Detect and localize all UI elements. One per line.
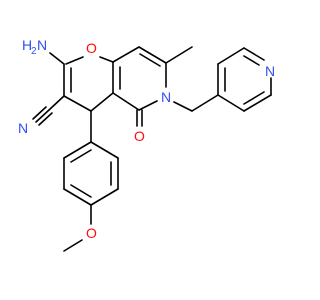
bond-nitrile-3 [38,112,53,126]
bond-ph-4 [63,188,92,206]
bond-py-5-double [243,91,265,105]
molecule-diagram: H 2 N O N O N N O [18,37,275,252]
nitrile-n-label: N [18,120,28,136]
bond-ch2-c4p [191,94,219,112]
atom-label-layer: H 2 N O N O N N O [18,37,275,241]
carbonyl-oxygen-label: O [134,128,145,144]
bond-n6-ch2 [173,101,193,112]
bond-c8-c7 [138,46,167,64]
amine-n-label: N [37,37,47,53]
structure-canvas: H 2 N O N O N N O [18,37,275,252]
bond-py-6 [217,94,245,112]
bond-py-3 [243,47,265,61]
bond-n6-c5 [138,100,158,111]
bond-o-ch3 [63,239,83,252]
bond-py-3-double [243,55,260,66]
bond-c7-methyl [165,46,193,64]
bond-c5-c4a [112,92,140,111]
bond-ph-6-double [70,149,92,163]
bond-nitrile-1 [35,109,50,123]
bond-c3-cn [48,95,65,111]
bond-ph-3 [90,188,119,206]
bond-ph-4-double [70,184,92,198]
bond-ph-6 [63,141,92,159]
amine-h-count-label: 2 [31,46,37,57]
bond-c8a-c8 [112,46,140,63]
bond-o1-c8a [99,56,114,63]
bond-py-2 [217,47,245,65]
lactam-n-label: N [161,89,171,105]
bond-ph-1 [90,141,119,159]
bond-c2-nh2 [49,52,65,65]
pyridine-n-label: N [265,63,275,79]
ring-oxygen-label: O [86,40,97,56]
bond-py-5 [243,94,272,112]
bond-c4-c3 [63,95,92,112]
bond-layer [32,46,272,252]
bond-c2-o1 [65,56,84,65]
bond-c4a-c4 [90,92,114,112]
bond-c8-c7-double [139,53,161,67]
amine-h-label: H [22,37,32,53]
ether-oxygen-label: O [86,225,97,241]
bond-nitrile-2 [32,106,47,120]
